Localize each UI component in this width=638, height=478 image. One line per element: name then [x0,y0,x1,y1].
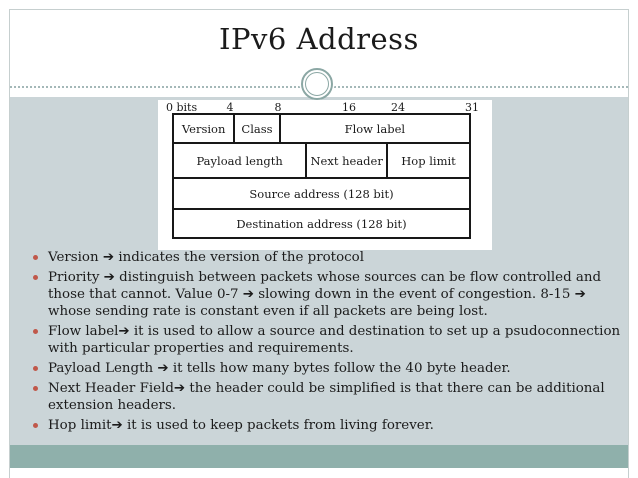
slide-frame-border [9,9,629,478]
bullet-text: Flow label➔ it is used to allow a source… [48,324,621,356]
field-version-cell: Version [174,115,233,142]
bullet-dot-icon [33,275,38,280]
field-payload-length-label: Payload length [196,153,283,168]
field-version-label: Version [181,121,226,136]
bit-scale-label: 8 [274,101,282,114]
title-area: IPv6 Address [10,22,628,56]
bullet-text: Version ➔ indicates the version of the p… [48,250,364,265]
bit-scale-label: 24 [391,101,405,114]
bullet-item-priority: Priority ➔ distinguish between packets w… [28,269,622,320]
header-row-3: Source address (128 bit) [174,177,469,208]
field-flow-label-cell: Flow label [278,115,469,142]
bullet-text: Hop limit➔ it is used to keep packets fr… [48,418,434,433]
field-next-header-cell: Next header [305,144,386,177]
bullet-dot-icon [33,329,38,334]
header-row-4: Destination address (128 bit) [174,208,469,237]
field-next-header-label: Next header [310,153,383,168]
field-class-cell: Class [233,115,278,142]
bullet-item-hop-limit: Hop limit➔ it is used to keep packets fr… [28,417,622,434]
field-destination-address-cell: Destination address (128 bit) [174,210,469,237]
header-row-2: Payload length Next header Hop limit [174,142,469,177]
divider-circle-inner-ring [305,72,329,96]
bit-scale-label: 4 [226,101,234,114]
bit-scale-label: 16 [342,101,356,114]
field-class-label: Class [241,121,273,136]
field-payload-length-cell: Payload length [174,144,305,177]
bullet-text: Next Header Field➔ the header could be s… [48,381,605,413]
bullet-item-payload-length: Payload Length ➔ it tells how many bytes… [28,360,622,377]
field-source-address-label: Source address (128 bit) [249,186,394,201]
bullet-dot-icon [33,366,38,371]
bullet-item-next-header: Next Header Field➔ the header could be s… [28,380,622,414]
ipv6-header-diagram: 0 bits 4 8 16 24 31 Version Class Flow l… [158,100,492,250]
content-area: 0 bits 4 8 16 24 31 Version Class Flow l… [10,97,628,445]
divider-circle-ornament [301,68,333,100]
ipv6-header-table: Version Class Flow label Payload length … [172,113,471,239]
bit-scale-label: 31 [465,101,479,114]
bullet-dot-icon [33,255,38,260]
bullet-dot-icon [33,386,38,391]
bullet-dot-icon [33,423,38,428]
bullet-item-flow-label: Flow label➔ it is used to allow a source… [28,323,622,357]
bullet-list: Version ➔ indicates the version of the p… [28,249,622,437]
field-hop-limit-label: Hop limit [401,153,456,168]
field-hop-limit-cell: Hop limit [386,144,469,177]
bit-scale-label: 0 bits [166,101,198,114]
field-source-address-cell: Source address (128 bit) [174,179,469,208]
footer-band [10,445,628,468]
bullet-text: Payload Length ➔ it tells how many bytes… [48,361,511,376]
header-row-1: Version Class Flow label [174,115,469,142]
field-flow-label: Flow label [344,121,406,136]
slide-title: IPv6 Address [219,22,419,56]
field-destination-address-label: Destination address (128 bit) [236,216,407,231]
bullet-item-version: Version ➔ indicates the version of the p… [28,249,622,266]
bullet-text: Priority ➔ distinguish between packets w… [48,270,602,319]
